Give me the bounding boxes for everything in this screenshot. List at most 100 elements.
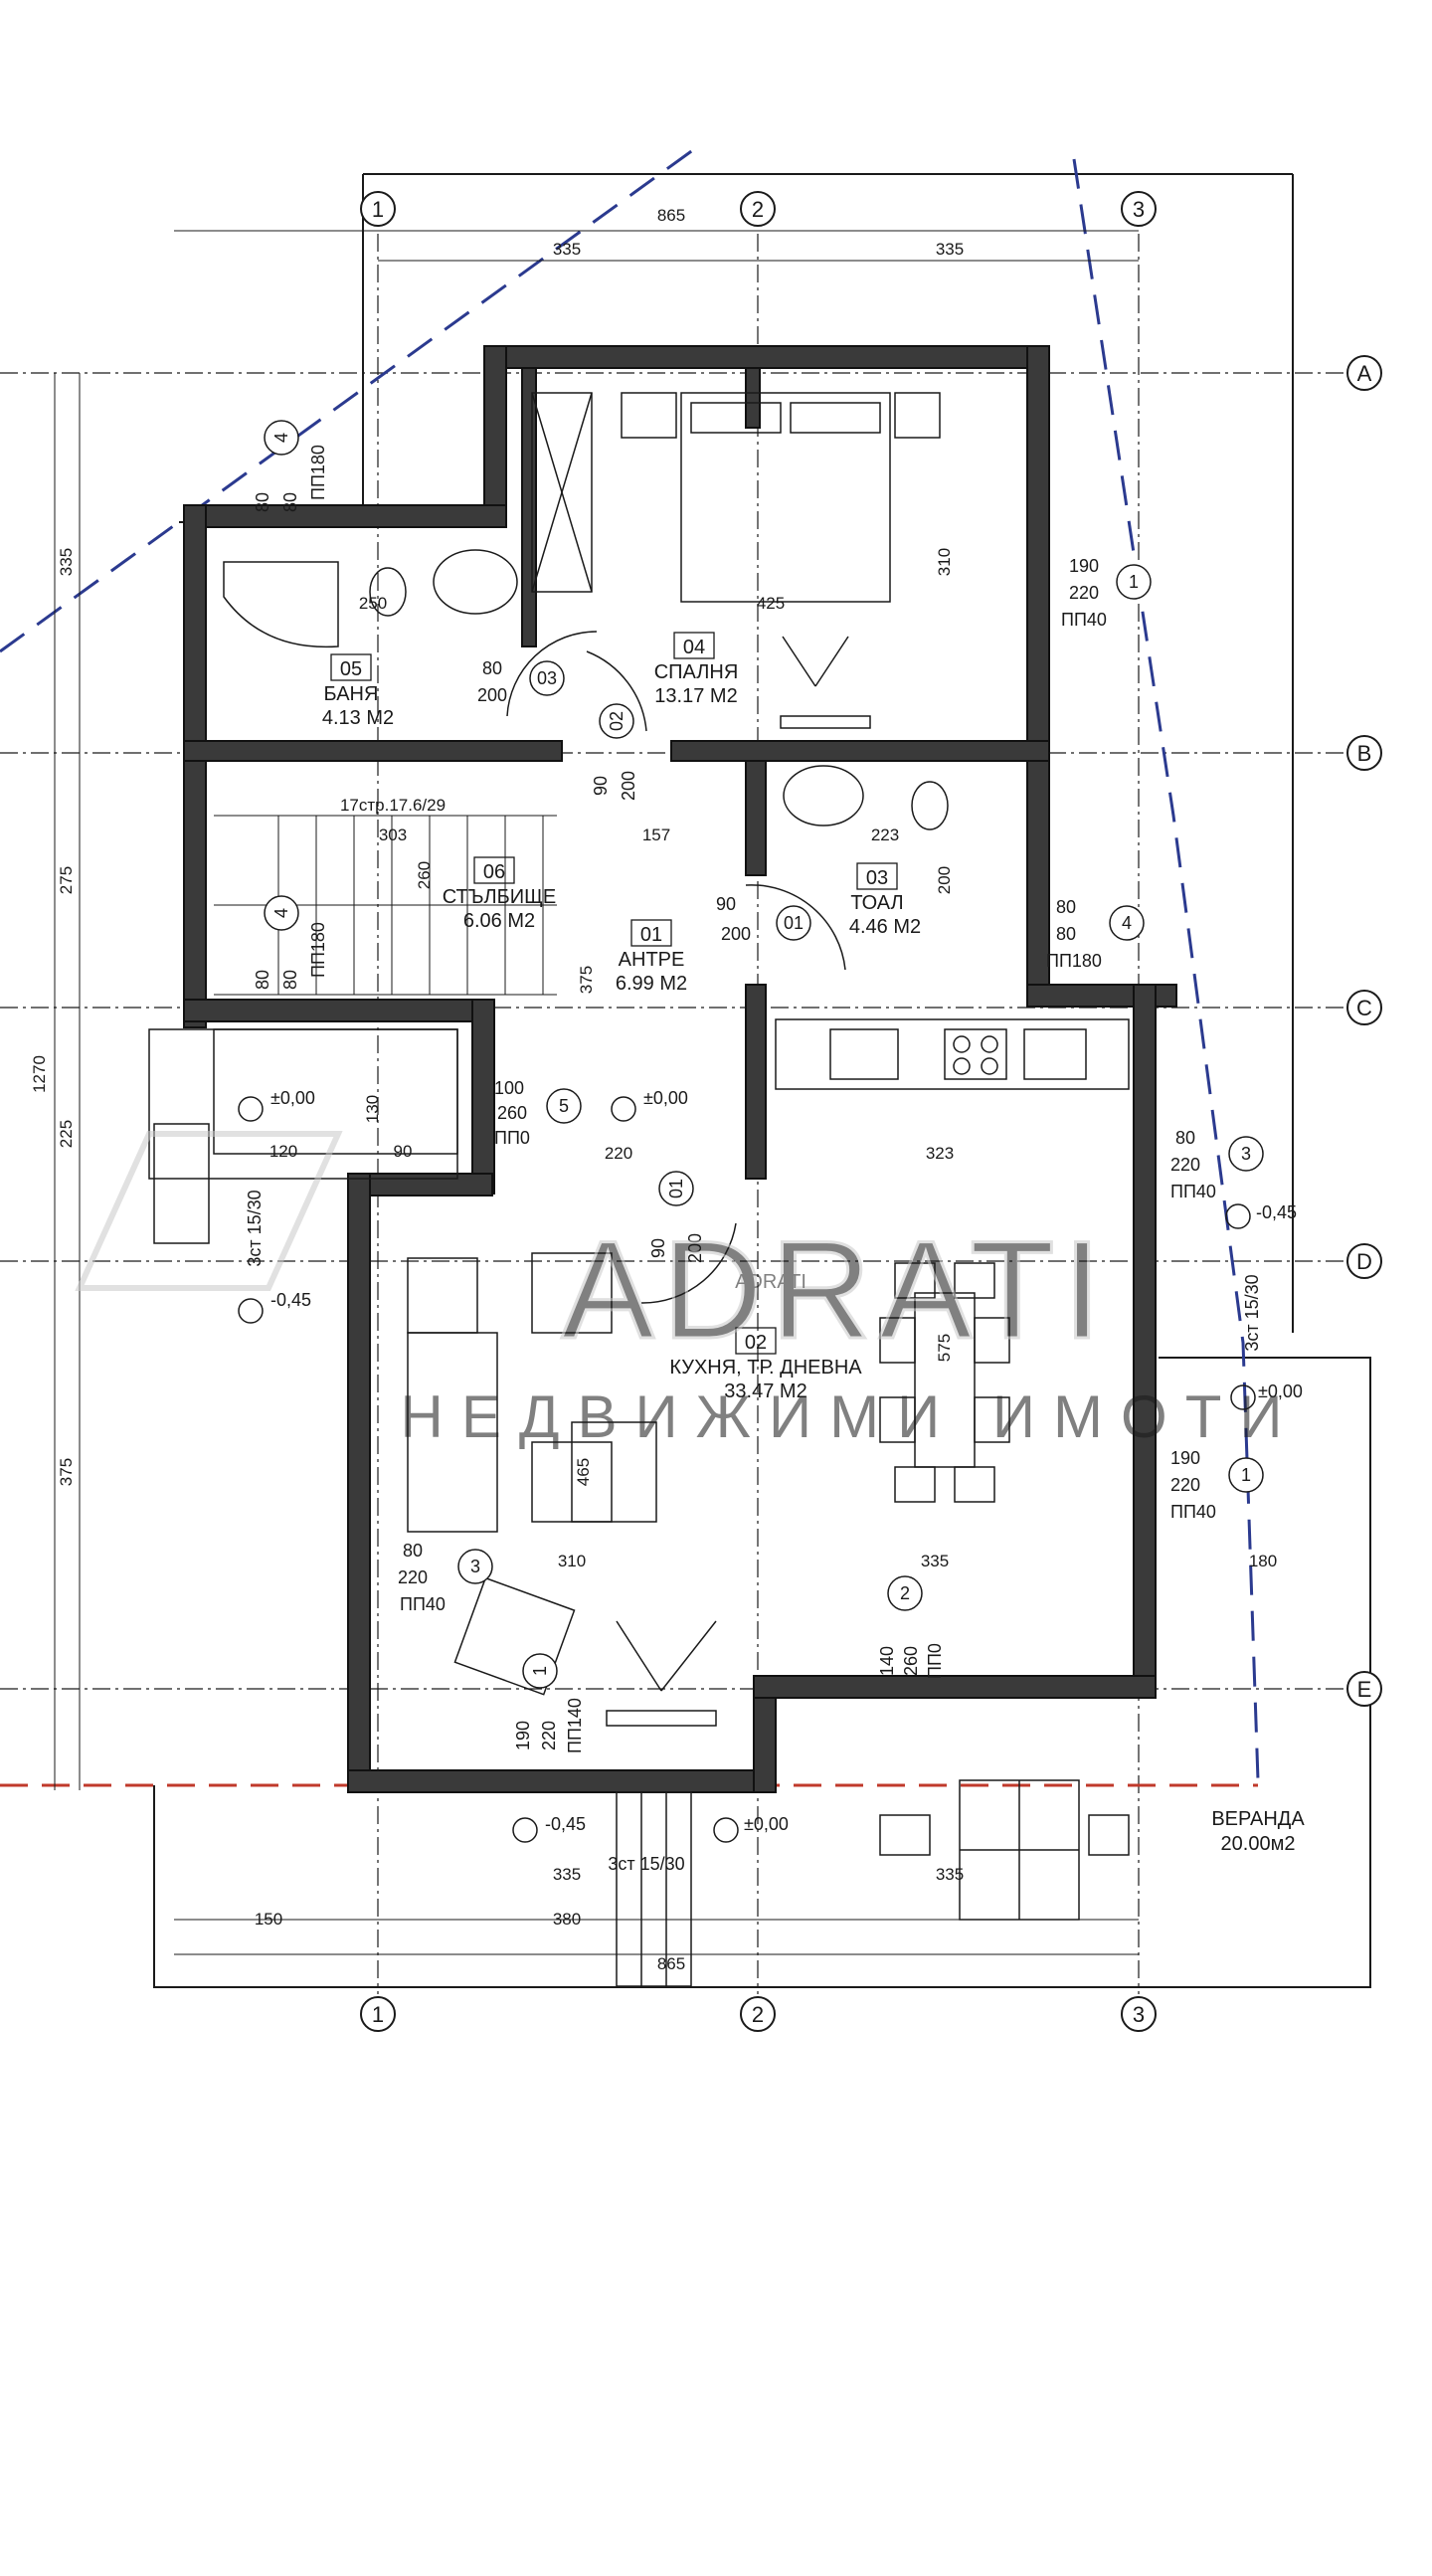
- door-2-w: 140: [877, 1646, 897, 1676]
- level-entry: ±0,00: [270, 1088, 315, 1108]
- axis-row-b: B: [1357, 741, 1372, 766]
- room-name-02: КУХНЯ, ТР. ДНЕВНА: [669, 1357, 862, 1379]
- room-area-06: 6.06 М2: [463, 910, 535, 932]
- dim-entry-130: 130: [363, 1095, 382, 1123]
- dim-bottom-a: 335: [553, 1865, 581, 1884]
- room-area-02: 33.47 М2: [724, 1380, 806, 1402]
- window-4-wc-w: 80: [1056, 897, 1076, 917]
- window-3-living-bubble: [457, 1549, 493, 1584]
- wardrobe: [531, 392, 593, 593]
- door-01b-h: 200: [685, 1233, 705, 1263]
- watermark-brand: ADRATI: [562, 1211, 1110, 1368]
- dim-living-575: 575: [935, 1334, 954, 1362]
- window-3-kitchen-h: 220: [1170, 1155, 1200, 1175]
- dim-bottom-b: 335: [936, 1865, 964, 1884]
- window-4-top-tag: 4: [271, 433, 291, 443]
- window-1-bed-bubble: [1116, 564, 1152, 600]
- bed: [621, 392, 941, 729]
- window-4-stairs-w: 80: [253, 970, 272, 990]
- dim-stairs-note: 17стр.17.6/29: [340, 796, 446, 815]
- dim-living-335: 335: [921, 1552, 949, 1570]
- window-4-wc-tag: 4: [1122, 913, 1132, 933]
- door-02-bubble: [599, 703, 634, 739]
- axis-col-1-bottom: 1: [372, 2002, 384, 2027]
- dim-hall-220: 220: [605, 1144, 632, 1163]
- window-3-living-type: ПП40: [400, 1594, 446, 1614]
- stairs-label-left: 3ст 15/30: [245, 1190, 265, 1266]
- dim-hall-375: 375: [577, 966, 596, 994]
- window-tags: 4 80 80 ПП180 4 80 80 ПП180 190 220 ПП40…: [253, 420, 1264, 1753]
- door-5-type: ПП0: [494, 1128, 530, 1148]
- dim-top-total: 865: [657, 206, 685, 225]
- window-1-bottom-bubble: [522, 1653, 558, 1689]
- dim-living-465: 465: [574, 1458, 593, 1486]
- axis-col-1-top: 1: [372, 197, 384, 222]
- dim-left-total: 1270: [30, 1055, 49, 1093]
- room-num-box-01: [630, 919, 672, 947]
- axis-col-2-top: 2: [752, 197, 764, 222]
- dimension-lines: [54, 230, 1139, 1955]
- room-name-06: СТЪЛБИЩЕ: [443, 886, 557, 908]
- door-01a-h: 200: [721, 924, 751, 944]
- axis-row-a: A: [1357, 361, 1372, 386]
- room-name-04: СПАЛНЯ: [654, 661, 739, 683]
- kitchen-counter: [775, 1018, 1130, 1090]
- door-03-tag: 03: [537, 668, 557, 688]
- door-01a-w: 90: [716, 894, 736, 914]
- room-num-box-06: [473, 856, 515, 884]
- window-1-bed-w: 190: [1069, 556, 1099, 576]
- dim-wc-223: 223: [871, 826, 899, 844]
- room-num-02: 02: [745, 1332, 767, 1354]
- window-1-bed-tag: 1: [1129, 572, 1139, 592]
- dim-bed-425: 425: [757, 594, 785, 613]
- window-4-top-bubble: [264, 420, 299, 456]
- dim-hall-157: 157: [642, 826, 670, 844]
- door-03-bubble: [529, 660, 565, 696]
- watermark: ADRATI НЕДВИЖИМИ ИМОТИ ADRATI: [75, 1131, 1301, 1450]
- dim-stairs-260: 260: [415, 861, 434, 889]
- window-4-stairs-bubble: [264, 895, 299, 931]
- room-num-box-04: [673, 632, 715, 659]
- room-num-06: 06: [483, 861, 505, 883]
- window-4-top-h: 80: [280, 492, 300, 512]
- window-1-bottom-w: 190: [513, 1721, 533, 1750]
- axis-row-c: C: [1356, 996, 1372, 1020]
- door-2-tag: 2: [900, 1583, 910, 1603]
- window-4-stairs-h: 80: [280, 970, 300, 990]
- dim-left-4: 375: [57, 1458, 76, 1486]
- veranda-table: [879, 1779, 1130, 1921]
- window-4-wc-h: 80: [1056, 924, 1076, 944]
- room-num-05: 05: [340, 658, 362, 680]
- living-furniture: [407, 1252, 717, 1727]
- watermark-small: ADRATI: [735, 1271, 806, 1293]
- window-4-top-w: 80: [253, 492, 272, 512]
- window-3-kitchen-type: ПП40: [1170, 1182, 1216, 1201]
- door-swings: [506, 631, 846, 1304]
- window-4-top-type: ПП180: [308, 445, 328, 500]
- watermark-sub: НЕДВИЖИМИ ИМОТИ: [401, 1383, 1301, 1450]
- window-3-living-h: 220: [398, 1567, 428, 1587]
- dim-wc-200: 200: [935, 866, 954, 894]
- window-3-living-w: 80: [403, 1541, 423, 1561]
- window-1-bed-h: 220: [1069, 583, 1099, 603]
- window-1-living-h: 220: [1170, 1475, 1200, 1495]
- door-01b-w: 90: [648, 1238, 668, 1258]
- room-num-03: 03: [866, 867, 888, 889]
- room-labels: 05 БАНЯ 4.13 М2 04 СПАЛНЯ 13.17 М2 06 СТ…: [322, 632, 1305, 1855]
- bath-fixtures: [223, 549, 949, 830]
- dim-left-3: 225: [57, 1120, 76, 1148]
- room-area-05: 4.13 М2: [322, 707, 394, 729]
- door-02-tag: 02: [607, 711, 626, 731]
- roof-outline-blue: [0, 142, 1260, 1781]
- door-tags: 80 200 03 02 90 200 90 200 01 01 90 200 …: [477, 658, 945, 1679]
- window-1-bottom-tag: 1: [530, 1666, 550, 1676]
- level-bottom-mid: ±0,00: [744, 1814, 789, 1834]
- bottom-steps: [616, 1791, 692, 1987]
- axis-bubbles: [360, 191, 1382, 2032]
- level-right-outside: -0,45: [1256, 1202, 1297, 1222]
- window-3-kitchen-w: 80: [1175, 1128, 1195, 1148]
- window-3-living-tag: 3: [470, 1557, 480, 1576]
- level-left-outside: -0,45: [270, 1290, 311, 1310]
- dim-stairs-303: 303: [379, 826, 407, 844]
- axis-row-d: D: [1356, 1249, 1372, 1274]
